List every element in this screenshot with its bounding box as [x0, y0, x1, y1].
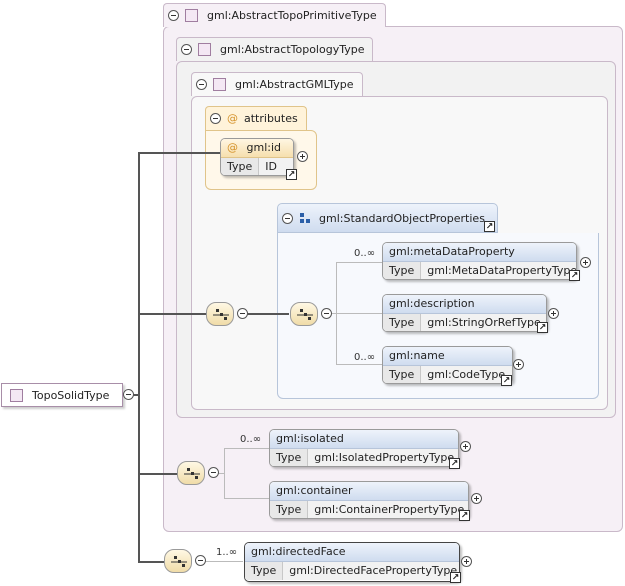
connector [138, 561, 164, 563]
element-description[interactable]: gml:description Type gml:StringOrRefType [382, 294, 547, 332]
cardinality: 0..∞ [240, 434, 262, 445]
expand-icon[interactable] [471, 493, 482, 504]
type-value: gml:ContainerPropertyType [314, 503, 465, 516]
attribute-icon: @ [227, 112, 238, 125]
connector [336, 262, 382, 263]
link-icon[interactable]: ↗ [537, 322, 548, 333]
connector [247, 313, 289, 315]
connector [133, 394, 139, 396]
sequence-compositor[interactable] [290, 302, 318, 326]
element-directed-face[interactable]: gml:directedFace Type gml:DirectedFacePro… [244, 542, 460, 582]
type-value: gml:MetaDataPropertyType [427, 264, 577, 277]
standard-props-header[interactable]: gml:StandardObjectProperties [277, 203, 498, 233]
element-name: gml:directedFace [245, 543, 459, 562]
root-label: TopoSolidType [32, 388, 110, 402]
connector [224, 498, 269, 499]
link-icon[interactable]: ↗ [459, 510, 470, 521]
element-name: gml:isolated [270, 430, 458, 449]
expand-icon[interactable] [513, 359, 524, 370]
complex-type-icon [198, 43, 211, 56]
element-metadata-property[interactable]: gml:metaDataProperty Type gml:MetaDataPro… [382, 242, 577, 280]
type-key: Type [383, 314, 422, 331]
cardinality: 1..∞ [216, 547, 238, 558]
type-value: gml:CodeType [427, 368, 506, 381]
connector [224, 448, 269, 449]
type-value: gml:DirectedFacePropertyType [289, 564, 458, 577]
type-key: Type [383, 366, 422, 383]
cardinality: 0..∞ [354, 352, 376, 363]
type-key: Type [270, 501, 309, 518]
complex-type-icon [10, 388, 23, 402]
type-value: gml:IsolatedPropertyType [314, 451, 455, 464]
collapse-icon[interactable] [208, 467, 219, 478]
group-label: gml:AbstractTopoPrimitiveType [207, 9, 377, 22]
collapse-icon[interactable] [123, 389, 134, 400]
collapse-icon[interactable] [181, 44, 192, 55]
collapse-icon[interactable] [282, 212, 293, 224]
expand-icon[interactable] [460, 441, 471, 452]
connector [138, 473, 178, 475]
element-name: gml:name [383, 347, 512, 366]
element-name: gml:container [270, 482, 468, 501]
collapse-icon[interactable] [210, 113, 221, 124]
attributes-label: attributes [244, 112, 298, 125]
connector [218, 473, 225, 474]
connector [330, 313, 382, 314]
type-key: Type [245, 562, 284, 580]
sequence-compositor[interactable] [164, 549, 192, 573]
element-name-prop[interactable]: gml:name Type gml:CodeType [382, 346, 513, 384]
type-key: Type [383, 262, 422, 279]
link-icon[interactable]: ↗ [286, 169, 297, 180]
tab-attributes[interactable]: @ attributes [205, 106, 307, 130]
group-label: gml:AbstractGMLType [235, 78, 354, 91]
collapse-icon[interactable] [196, 79, 207, 90]
sequence-compositor[interactable] [206, 302, 234, 326]
link-icon[interactable]: ↗ [450, 572, 461, 583]
collapse-icon[interactable] [237, 308, 248, 319]
connector [138, 313, 206, 315]
link-icon[interactable]: ↗ [484, 221, 495, 232]
connector [336, 364, 382, 365]
collapse-icon[interactable] [195, 555, 206, 566]
link-icon[interactable]: ↗ [449, 458, 460, 469]
type-key: Type [270, 449, 309, 466]
attribute-gml-id[interactable]: @ gml:id Type ID [220, 138, 294, 176]
element-name: gml:description [383, 295, 546, 314]
expand-icon[interactable] [461, 556, 472, 567]
element-container[interactable]: gml:container Type gml:ContainerPropertyT… [269, 481, 469, 519]
group-label: gml:AbstractTopologyType [220, 43, 365, 56]
tab-abstract-gml[interactable]: gml:AbstractGMLType [191, 72, 363, 96]
link-icon[interactable]: ↗ [569, 270, 580, 281]
root-type[interactable]: TopoSolidType [1, 383, 123, 407]
type-value: gml:StringOrRefType [427, 316, 541, 329]
tab-abstract-topology[interactable]: gml:AbstractTopologyType [176, 37, 374, 61]
tab-abstract-topo-primitive[interactable]: gml:AbstractTopoPrimitiveType [163, 3, 386, 27]
attribute-icon: @ [227, 141, 238, 154]
element-isolated[interactable]: gml:isolated Type gml:IsolatedPropertyTyp… [269, 429, 459, 467]
connector [138, 152, 220, 154]
cardinality: 0..∞ [354, 248, 376, 259]
type-key: Type [221, 158, 260, 175]
element-name: gml:metaDataProperty [383, 243, 576, 262]
connector [205, 561, 243, 562]
complex-type-icon [213, 78, 226, 91]
link-icon[interactable]: ↗ [501, 375, 512, 386]
expand-icon[interactable] [548, 308, 559, 319]
attribute-name: gml:id [246, 141, 282, 154]
connector [138, 152, 140, 562]
group-ref-icon [300, 213, 310, 223]
standard-props-label: gml:StandardObjectProperties [319, 211, 485, 225]
collapse-icon[interactable] [321, 308, 332, 319]
sequence-compositor[interactable] [177, 461, 205, 485]
type-value: ID [265, 160, 277, 173]
expand-icon[interactable] [580, 257, 591, 268]
expand-icon[interactable] [297, 151, 308, 162]
collapse-icon[interactable] [168, 10, 179, 21]
complex-type-icon [185, 9, 198, 22]
